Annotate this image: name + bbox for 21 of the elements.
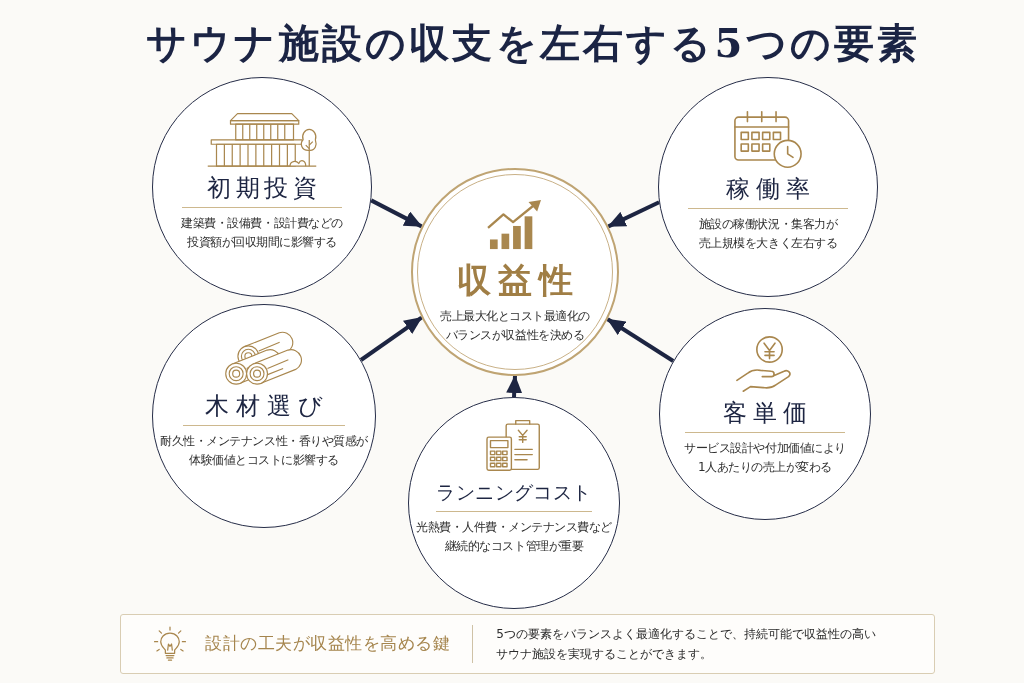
factor-description: 耐久性・メンテナンス性・香りや質感が体験価値とコストに影響する	[159, 433, 369, 469]
center-heading: 収益性	[455, 259, 581, 301]
factor-heading: ランニングコスト	[436, 480, 592, 505]
factor-description: 光熱費・人件費・メンテナンス費など継続的なコスト管理が重要	[415, 519, 613, 555]
summary-heading: 設計の工夫が収益性を高める鍵	[205, 632, 451, 656]
arrow	[506, 375, 523, 398]
title: サウナ施設の収支を左右する5つの要素	[146, 18, 921, 68]
factor-heading: 初期投資	[205, 174, 322, 202]
arrow	[370, 198, 423, 229]
arrow	[359, 315, 423, 362]
factor-description: 建築費・設備費・設計費などの投資額が回収期間に影響する	[180, 215, 344, 251]
arrow	[606, 317, 675, 363]
factor-description: 施設の稼働状況・集客力が売上規模を大きく左右する	[697, 215, 839, 252]
center-description: 売上最大化とコスト最適化のバランスが収益性を決める	[439, 308, 591, 344]
factor-heading: 稼働率	[724, 174, 817, 203]
factor-heading: 客単価	[722, 399, 813, 427]
factor-heading: 木材選び	[203, 392, 331, 420]
summary-panel	[120, 614, 935, 674]
summary-text: 5つの要素をバランスよく最適化することで、持続可能で収益性の高いサウナ施設を実現することができます。	[496, 626, 877, 663]
factor-description: サービス設計や付加価値により1人あたりの売上が変わる	[683, 440, 847, 476]
arrow	[607, 200, 660, 229]
